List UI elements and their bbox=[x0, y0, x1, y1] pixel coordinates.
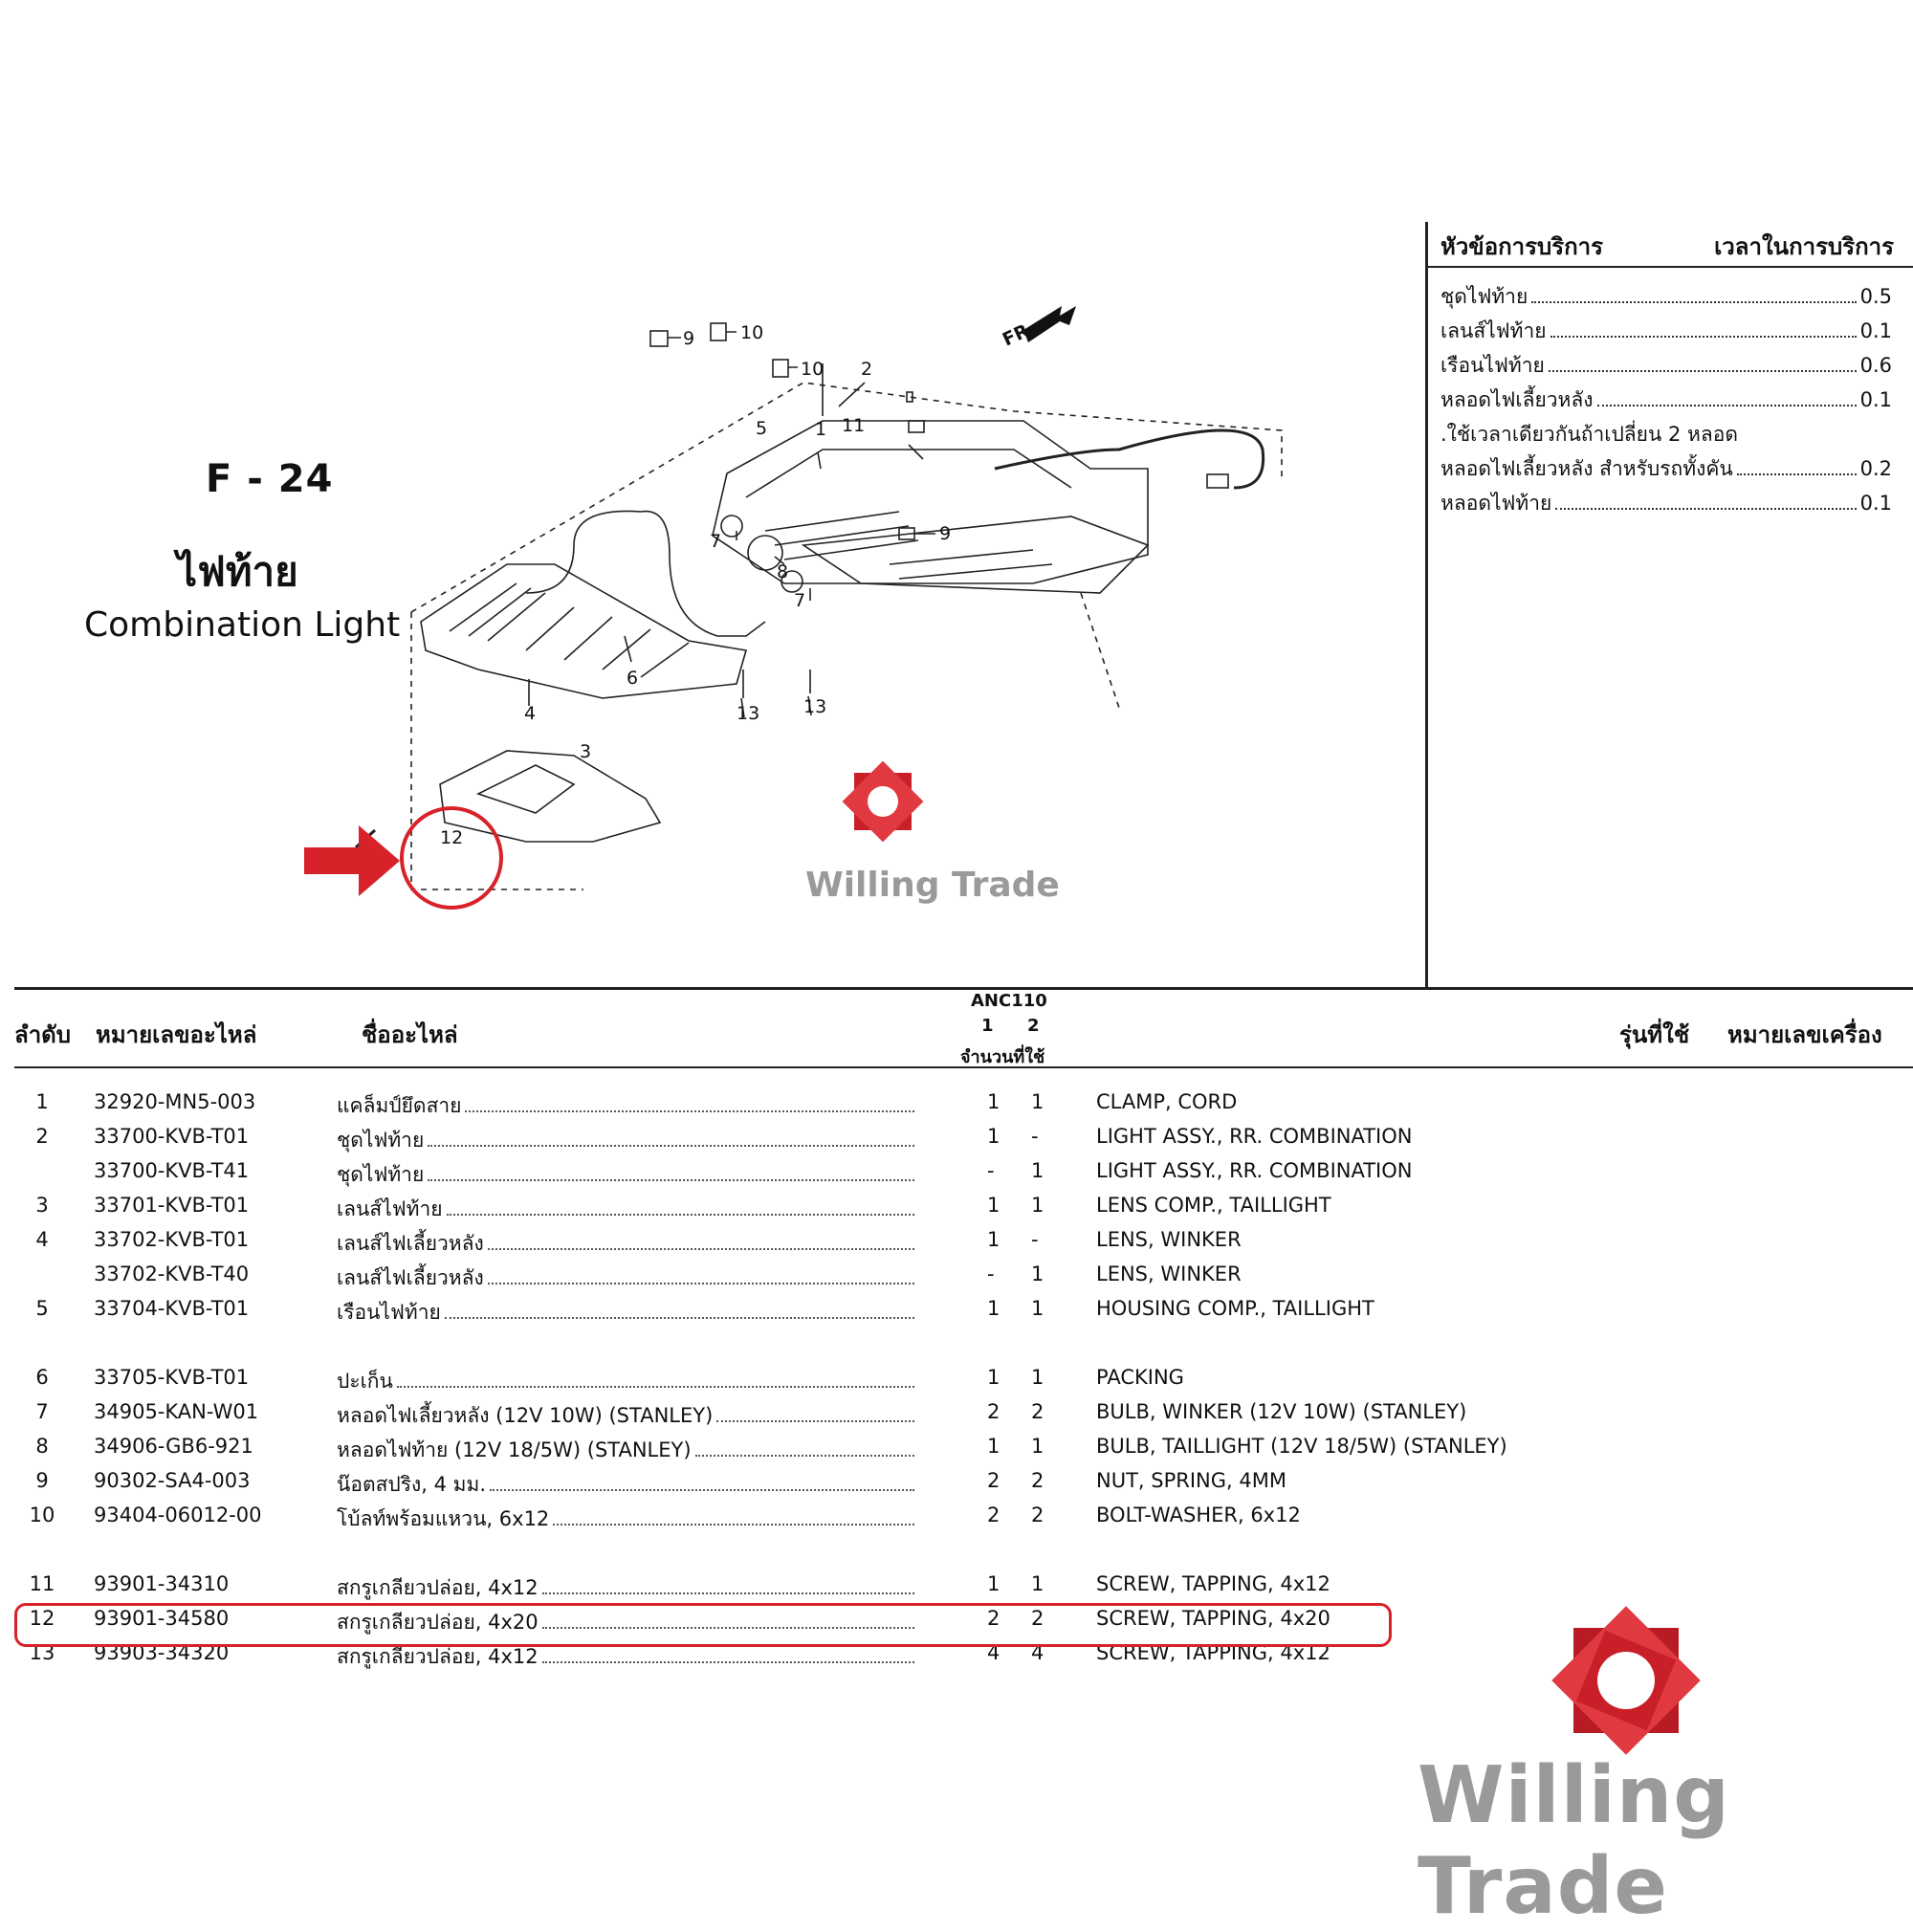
service-item: เลนส์ไฟท้าย 0.1 bbox=[1440, 316, 1892, 350]
svg-text:6: 6 bbox=[627, 668, 638, 689]
winker-lens bbox=[420, 563, 748, 699]
service-item-label: หลอดไฟเลี้ยวหลัง สำหรับรถทั้งคัน bbox=[1440, 457, 1733, 480]
service-item: หลอดไฟเลี้ยวหลัง 0.1 bbox=[1440, 384, 1892, 419]
svg-text:9: 9 bbox=[939, 523, 951, 544]
service-item-note: .ใช้เวลาเดียวกันถ้าเปลี่ยน 2 หลอด bbox=[1440, 419, 1892, 453]
service-item-label: หลอดไฟเลี้ยวหลัง bbox=[1440, 388, 1594, 411]
service-item-time: 0.5 bbox=[1859, 285, 1892, 308]
assembly-outline bbox=[410, 612, 583, 890]
service-item-label: .ใช้เวลาเดียวกันถ้าเปลี่ยน 2 หลอด bbox=[1440, 423, 1739, 446]
service-item-label: เรือนไฟท้าย bbox=[1440, 354, 1545, 377]
svg-text:7: 7 bbox=[710, 531, 721, 552]
col-header-variant-2: 2 bbox=[1027, 1016, 1040, 1036]
svg-text:2: 2 bbox=[861, 359, 872, 380]
row-highlight-outline bbox=[14, 1603, 1392, 1647]
service-item-time: 0.1 bbox=[1859, 492, 1892, 515]
front-direction-arrow: FR. bbox=[1000, 306, 1076, 351]
service-time-list: ชุดไฟท้าย 0.5 เลนส์ไฟท้าย 0.1 เรือนไฟท้าย 0… bbox=[1440, 281, 1892, 522]
svg-text:4: 4 bbox=[524, 703, 536, 724]
service-item-label: หลอดไฟท้าย bbox=[1440, 492, 1552, 515]
svg-text:1: 1 bbox=[815, 419, 826, 440]
bulb-winker bbox=[720, 515, 743, 538]
table-header-rule bbox=[14, 1066, 1913, 1068]
service-item: หลอดไฟท้าย 0.1 bbox=[1440, 488, 1892, 522]
service-panel-header-rule bbox=[1428, 266, 1913, 268]
service-item: ชุดไฟท้าย 0.5 bbox=[1440, 281, 1892, 316]
watermark-brand-large: Willing Trade bbox=[1418, 1750, 1730, 1932]
col-header-name: ชื่ออะไหล่ bbox=[362, 1021, 458, 1048]
service-item-time: 0.1 bbox=[1859, 319, 1892, 342]
svg-text:5: 5 bbox=[756, 418, 767, 439]
pointer-arrow bbox=[304, 825, 400, 896]
service-item: หลอดไฟเลี้ยวหลัง สำหรับรถทั้งคัน 0.2 bbox=[1440, 453, 1892, 488]
svg-text:7: 7 bbox=[794, 590, 805, 611]
service-item-time: 0.2 bbox=[1859, 457, 1892, 480]
col-header-variant-1: 1 bbox=[981, 1016, 994, 1036]
svg-text:13: 13 bbox=[803, 696, 826, 717]
col-header-usage: รุ่นที่ใช้ bbox=[1619, 1021, 1690, 1048]
service-heading-time: เวลาในการบริการ bbox=[1714, 233, 1894, 260]
service-item-time: 0.6 bbox=[1859, 354, 1892, 377]
watermark-logo-small bbox=[842, 760, 924, 843]
assembly-outline bbox=[410, 382, 1283, 613]
taillight-lens bbox=[439, 750, 662, 843]
svg-text:8: 8 bbox=[777, 561, 788, 582]
col-header-no: ลำดับ bbox=[14, 1021, 72, 1048]
page-title-thai: ไฟท้าย bbox=[177, 548, 298, 595]
col-header-model: ANC110 bbox=[971, 991, 1047, 1011]
service-item-label: ชุดไฟท้าย bbox=[1440, 285, 1528, 308]
col-header-part-no: หมายเลขอะไหล่ bbox=[96, 1021, 257, 1048]
table-top-rule bbox=[14, 987, 1913, 990]
bulb-taillight bbox=[747, 535, 783, 571]
svg-text:13: 13 bbox=[737, 703, 759, 724]
svg-text:10: 10 bbox=[801, 359, 824, 380]
exploded-parts-diagram: FR. 9 10 10 2 5 1 11 9 7 8 7 6 4 13 13 3… bbox=[304, 306, 1283, 910]
col-header-qty: จำนวนที่ใช้ bbox=[960, 1047, 1045, 1067]
col-header-engine-no: หมายเลขเครื่อง bbox=[1727, 1021, 1882, 1048]
svg-text:10: 10 bbox=[740, 322, 763, 343]
service-panel-divider bbox=[1425, 222, 1428, 987]
svg-text:3: 3 bbox=[580, 741, 591, 762]
svg-text:9: 9 bbox=[683, 328, 694, 349]
watermark-logo-large bbox=[1551, 1606, 1701, 1755]
highlight-circle-part-12 bbox=[400, 806, 503, 910]
bulb-winker bbox=[781, 570, 803, 593]
figure-code: F - 24 bbox=[206, 457, 334, 501]
svg-text:FR.: FR. bbox=[1000, 318, 1039, 351]
service-item-label: เลนส์ไฟท้าย bbox=[1440, 319, 1547, 342]
page-title-english: Combination Light bbox=[84, 605, 401, 645]
service-item: เรือนไฟท้าย 0.6 bbox=[1440, 350, 1892, 384]
svg-text:11: 11 bbox=[842, 415, 865, 436]
watermark-brand-small: Willing Trade bbox=[805, 866, 1060, 905]
service-heading-items: หัวข้อการบริการ bbox=[1440, 233, 1604, 260]
service-item-time: 0.1 bbox=[1859, 388, 1892, 411]
svg-text:12: 12 bbox=[440, 827, 463, 848]
